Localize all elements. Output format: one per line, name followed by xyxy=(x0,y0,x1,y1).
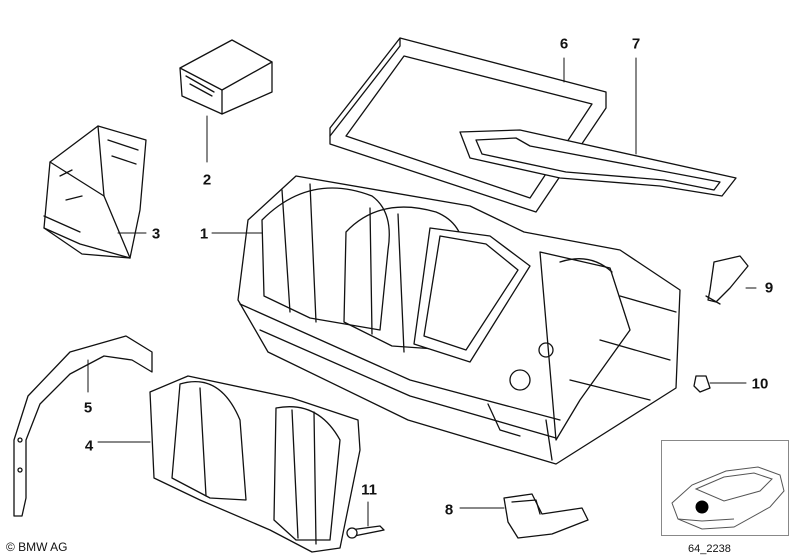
vehicle-location-thumbnail xyxy=(661,440,789,536)
part-4-blower-cover xyxy=(149,375,361,553)
callout-8: 8 xyxy=(444,501,454,519)
callout-11: 11 xyxy=(361,481,377,499)
part-3-inlet-duct xyxy=(43,125,147,259)
callout-2: 2 xyxy=(202,171,212,189)
part-1-heater-housing xyxy=(237,175,681,465)
part-9-hose-fitting xyxy=(705,255,749,305)
callout-4: 4 xyxy=(84,437,94,455)
part-5-bracket xyxy=(13,335,153,517)
copyright-notice: © BMW AG xyxy=(6,540,68,554)
callout-3: 3 xyxy=(151,225,161,243)
part-11-screw xyxy=(346,525,385,539)
callout-7: 7 xyxy=(631,35,641,53)
callout-9: 9 xyxy=(764,279,774,297)
callout-5: 5 xyxy=(83,399,93,417)
callout-6: 6 xyxy=(559,35,569,53)
car-outline-icon xyxy=(671,466,785,530)
part-8-duct-elbow xyxy=(503,493,589,539)
part-7-gasket xyxy=(459,129,737,197)
callout-10: 10 xyxy=(751,375,769,393)
callout-1: 1 xyxy=(199,225,209,243)
location-marker xyxy=(695,500,709,514)
leader-lines xyxy=(87,57,757,527)
part-2-box xyxy=(179,39,273,115)
part-6-gasket xyxy=(329,37,607,213)
part-10-clip xyxy=(693,375,711,393)
diagram-reference-number: 64_2238 xyxy=(688,543,731,555)
